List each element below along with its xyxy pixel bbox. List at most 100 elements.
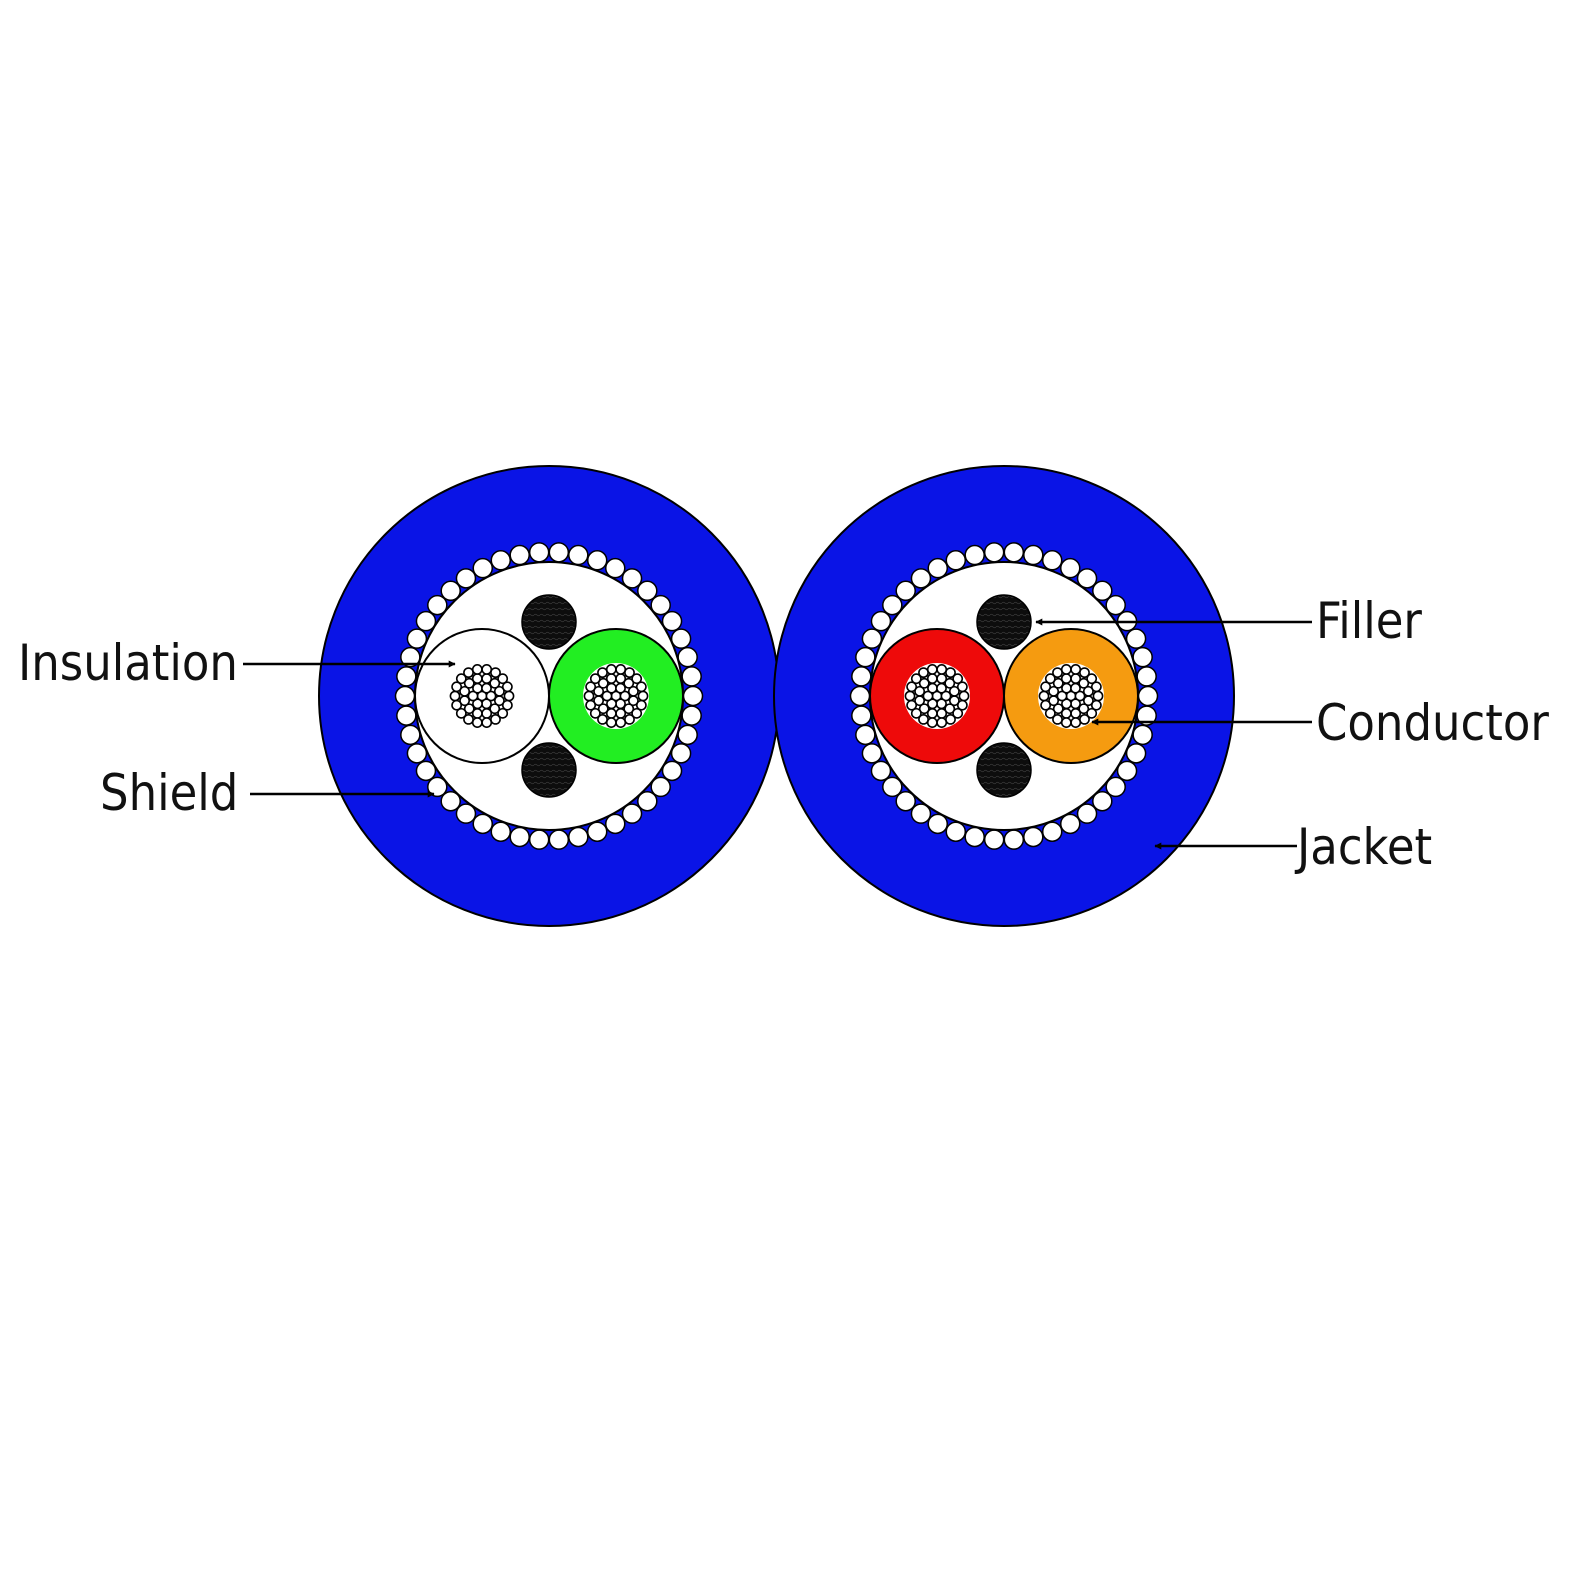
conductor-strand bbox=[926, 673, 938, 685]
conductor-strand bbox=[910, 707, 922, 719]
shield-bead bbox=[927, 557, 948, 579]
shield-bead bbox=[1041, 550, 1063, 571]
conductor-strand bbox=[624, 667, 635, 679]
conductor-strand bbox=[585, 699, 597, 711]
conductor-strand bbox=[455, 673, 467, 685]
conductor-strand bbox=[1090, 681, 1102, 693]
shield-bead bbox=[605, 813, 626, 835]
conductor-strand bbox=[481, 664, 493, 675]
conductor-strand bbox=[597, 667, 608, 679]
shield-bead bbox=[1041, 821, 1063, 842]
shield-bead bbox=[882, 776, 903, 798]
conductor-strand bbox=[583, 690, 595, 702]
shield-bead bbox=[895, 580, 916, 602]
conductor-strand bbox=[918, 677, 930, 689]
shield-bead bbox=[568, 826, 589, 848]
shield-bead bbox=[851, 705, 872, 726]
conductor-strand bbox=[906, 699, 918, 711]
conductor-strand bbox=[1040, 681, 1052, 693]
shield-bead bbox=[455, 568, 477, 589]
shield-bead bbox=[650, 594, 671, 616]
shield-bead bbox=[1132, 646, 1153, 668]
conductor-strand bbox=[605, 664, 617, 675]
conductor-strand bbox=[944, 677, 956, 689]
conductor-strand bbox=[1048, 685, 1060, 697]
conductor-strand bbox=[490, 667, 501, 679]
shield-bead bbox=[394, 685, 416, 707]
conductor-strand bbox=[918, 667, 929, 679]
filler-left-bottom bbox=[521, 742, 577, 798]
conductor-strand bbox=[910, 673, 922, 685]
conductor-strand bbox=[623, 703, 635, 715]
conductor-strand bbox=[1040, 699, 1052, 711]
shield-bead bbox=[1023, 826, 1044, 848]
conductor-strand bbox=[1052, 703, 1064, 715]
conductor-strand bbox=[945, 713, 956, 725]
leader-lines bbox=[243, 618, 1312, 850]
conductor-strand bbox=[936, 707, 948, 719]
shield-bead bbox=[870, 610, 892, 632]
shield-bead bbox=[396, 666, 417, 687]
shield-bead bbox=[964, 544, 985, 566]
shield-bead bbox=[661, 610, 683, 632]
conductor-strand bbox=[1079, 667, 1090, 679]
shield-bead bbox=[528, 542, 550, 563]
conductor-strand bbox=[958, 690, 970, 702]
conductor-strand bbox=[624, 713, 635, 725]
shield-right bbox=[849, 542, 1159, 850]
conductor-strand bbox=[589, 673, 601, 685]
conductor-strand bbox=[948, 685, 960, 697]
shield-bead bbox=[415, 610, 437, 632]
shield-bead bbox=[621, 803, 643, 824]
shield-bead bbox=[472, 557, 493, 579]
conductor-strand bbox=[914, 685, 926, 697]
shield-bead bbox=[528, 829, 550, 850]
shield-bead bbox=[670, 628, 692, 649]
shield-bead bbox=[472, 813, 493, 835]
shield-bead bbox=[882, 594, 903, 616]
conductor-right-b bbox=[1038, 663, 1104, 729]
conductor-strand bbox=[471, 673, 483, 685]
conductor-strand bbox=[1070, 707, 1082, 719]
shield-bead bbox=[440, 790, 461, 812]
conductor-strand bbox=[490, 713, 501, 725]
shield-bead bbox=[509, 826, 530, 848]
shield-bead bbox=[983, 542, 1005, 563]
conductor-strand bbox=[918, 713, 929, 725]
conductor-strand bbox=[597, 703, 609, 715]
shield-bead bbox=[1136, 666, 1157, 687]
shield-bead bbox=[855, 724, 876, 746]
shield-bead bbox=[677, 646, 698, 668]
conductor-strand bbox=[1092, 690, 1104, 702]
shield-bead bbox=[682, 685, 704, 707]
conductor-strand bbox=[926, 717, 938, 728]
conductor-strand bbox=[635, 699, 647, 711]
conductor-strand bbox=[936, 664, 948, 675]
shield-bead bbox=[910, 803, 932, 824]
conductor-strand bbox=[481, 717, 493, 728]
shield-bead bbox=[1023, 544, 1044, 566]
shield-bead bbox=[406, 628, 428, 649]
shield-bead bbox=[1092, 580, 1113, 602]
conductor-strand bbox=[601, 690, 613, 702]
conductor-strand bbox=[956, 699, 968, 711]
shield-bead bbox=[895, 790, 916, 812]
conductor-strand bbox=[597, 713, 608, 725]
shield-bead bbox=[548, 542, 570, 563]
shield-bead bbox=[945, 821, 967, 842]
conductor-strand bbox=[1052, 677, 1064, 689]
conductor-strand bbox=[906, 681, 918, 693]
conductor-strand bbox=[615, 717, 627, 728]
conductor-strand bbox=[956, 681, 968, 693]
shield-bead bbox=[964, 826, 985, 848]
conductor-right-a bbox=[904, 663, 970, 729]
conductor-strand bbox=[918, 703, 930, 715]
conductor-strand bbox=[635, 681, 647, 693]
conductor-strand bbox=[501, 681, 513, 693]
conductor-label: Conductor bbox=[1316, 694, 1549, 752]
conductor-strand bbox=[619, 690, 631, 702]
shield-bead bbox=[1105, 594, 1126, 616]
conductor-strand bbox=[1074, 690, 1086, 702]
conductor-strand bbox=[605, 717, 617, 728]
shield-bead bbox=[586, 550, 608, 571]
